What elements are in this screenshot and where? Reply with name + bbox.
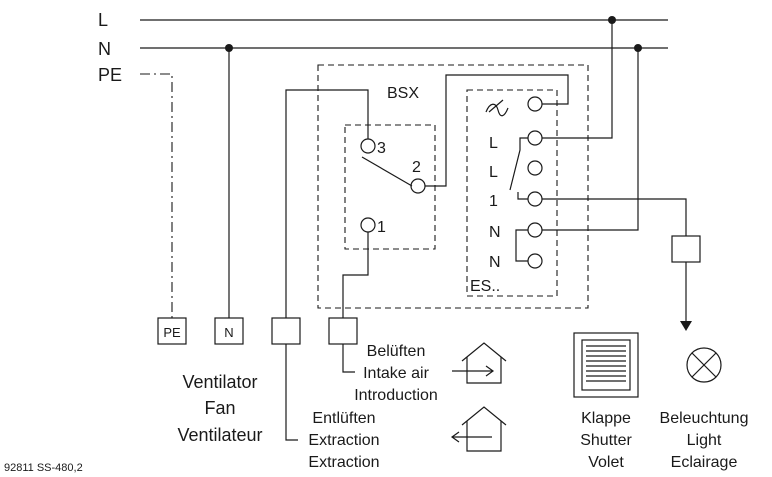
es-terminal-3	[527, 160, 543, 176]
es-relay-contact	[509, 137, 528, 191]
es-terminal-6	[527, 253, 543, 269]
intake-label-fr: Introduction	[354, 387, 438, 404]
ventilator-label-de: Ventilator	[182, 372, 257, 392]
adjust-arrow-icon	[488, 99, 504, 113]
contact-2-label: 2	[412, 159, 421, 176]
pe-conductor	[140, 73, 173, 318]
figure-code: 92811 SS-480,2	[4, 462, 83, 474]
contact-3-label: 3	[377, 140, 386, 157]
common-wire	[425, 74, 569, 187]
n-terminal-box	[214, 317, 244, 345]
light-label-fr: Eclairage	[671, 454, 738, 471]
ventilator-label-fr: Ventilateur	[177, 425, 262, 445]
es-relay-return	[517, 192, 528, 200]
rail-label-l: L	[98, 10, 108, 30]
es-label: ES..	[470, 278, 500, 295]
bsx-title: BSX	[387, 85, 419, 102]
intake-leader-line	[342, 344, 355, 373]
extraction-label-fr: Extraction	[308, 454, 379, 471]
extraction-wire	[285, 89, 369, 318]
es-terminal-1	[527, 96, 543, 112]
adjust-icon	[485, 103, 509, 117]
es-terminal-4	[527, 191, 543, 207]
intake-label-en: Intake air	[363, 365, 429, 382]
es-terminal-6-label: N	[489, 254, 501, 271]
bsx-enclosure	[317, 64, 589, 309]
contact-3-terminal	[360, 138, 376, 154]
intake-terminal-box	[328, 317, 358, 345]
light-label-en: Light	[687, 432, 722, 449]
lamp-icon	[686, 347, 722, 383]
es-terminal-5	[527, 222, 543, 238]
extraction-terminal-box	[271, 317, 301, 345]
pe-terminal-box	[157, 317, 187, 345]
shutter-label-de: Klappe	[581, 410, 631, 427]
rail-label-pe: PE	[98, 65, 122, 85]
contact-1-terminal	[360, 217, 376, 233]
extraction-label-en: Extraction	[308, 432, 379, 449]
n-terminal-label: N	[224, 325, 233, 340]
switch-lever	[361, 156, 413, 187]
n-feed-wire-right	[542, 48, 639, 231]
house-extraction-icon	[450, 406, 507, 452]
intake-label-de: Belüften	[367, 343, 426, 360]
es-n-bridge	[515, 229, 528, 262]
shutter-icon	[573, 332, 639, 398]
es-terminal-4-label: 1	[489, 193, 498, 210]
light-terminal-box	[671, 235, 701, 263]
extraction-leader-line	[285, 344, 298, 441]
house-intake-icon	[452, 342, 507, 384]
pe-terminal-label: PE	[163, 325, 181, 340]
ventilator-label-en: Fan	[204, 398, 235, 418]
es-terminal-2-label: L	[489, 135, 498, 152]
contact-2-terminal	[410, 178, 426, 194]
es-terminal-3-label: L	[489, 164, 498, 181]
switch-box	[344, 124, 436, 250]
arrow-down-icon	[680, 321, 692, 331]
shutter-label-en: Shutter	[580, 432, 632, 449]
contact-1-label: 1	[377, 219, 386, 236]
extraction-label-de: Entlüften	[312, 410, 375, 427]
light-output-wire	[542, 198, 687, 236]
rail-label-n: N	[98, 39, 111, 59]
intake-wire	[342, 232, 369, 318]
light-label-de: Beleuchtung	[660, 410, 749, 427]
shutter-label-fr: Volet	[588, 454, 624, 471]
es-terminal-5-label: N	[489, 224, 501, 241]
l-feed-wire	[542, 20, 613, 139]
es-box	[466, 89, 558, 297]
es-terminal-2	[527, 130, 543, 146]
